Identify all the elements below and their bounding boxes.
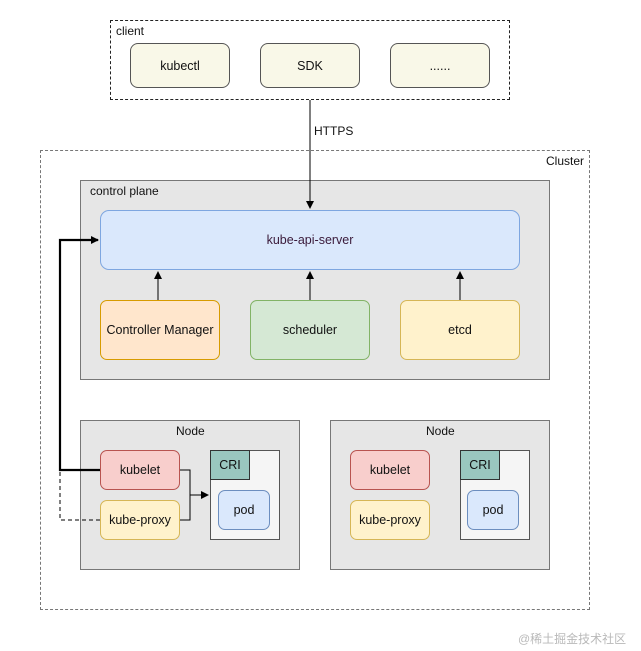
- proxy-cri-line: [180, 491, 209, 521]
- client-group: [110, 20, 510, 100]
- sdk-box[interactable]: SDK: [260, 43, 360, 88]
- kube-api-server-box[interactable]: kube-api-server: [100, 210, 520, 270]
- cluster-label: Cluster: [546, 154, 585, 168]
- node-2-pod[interactable]: pod: [467, 490, 519, 530]
- node-1-pod[interactable]: pod: [218, 490, 270, 530]
- kubelet-cri-line: [180, 469, 191, 495]
- kubectl-box[interactable]: kubectl: [130, 43, 230, 88]
- controller-manager-box[interactable]: Controller Manager: [100, 300, 220, 360]
- other-clients-box[interactable]: ......: [390, 43, 490, 88]
- etcd-box[interactable]: etcd: [400, 300, 520, 360]
- node-2-kube-proxy[interactable]: kube-proxy: [350, 500, 430, 540]
- scheduler-box[interactable]: scheduler: [250, 300, 370, 360]
- kube-proxy-dashed-line: [59, 470, 100, 521]
- node-1-cri-label: CRI: [210, 450, 250, 480]
- node-1-kube-proxy[interactable]: kube-proxy: [100, 500, 180, 540]
- cluster-group: [40, 150, 590, 610]
- node-1-label: Node: [176, 424, 205, 438]
- kubelet-api-arrow: [58, 236, 100, 472]
- node-2-kubelet[interactable]: kubelet: [350, 450, 430, 490]
- node-1-kubelet[interactable]: kubelet: [100, 450, 180, 490]
- node-2-label: Node: [426, 424, 455, 438]
- control-plane-label: control plane: [90, 184, 159, 198]
- client-label: client: [116, 24, 145, 38]
- node-2-cri-label: CRI: [460, 450, 500, 480]
- watermark: @稀土掘金技术社区: [518, 632, 627, 646]
- https-label: HTTPS: [314, 124, 354, 138]
